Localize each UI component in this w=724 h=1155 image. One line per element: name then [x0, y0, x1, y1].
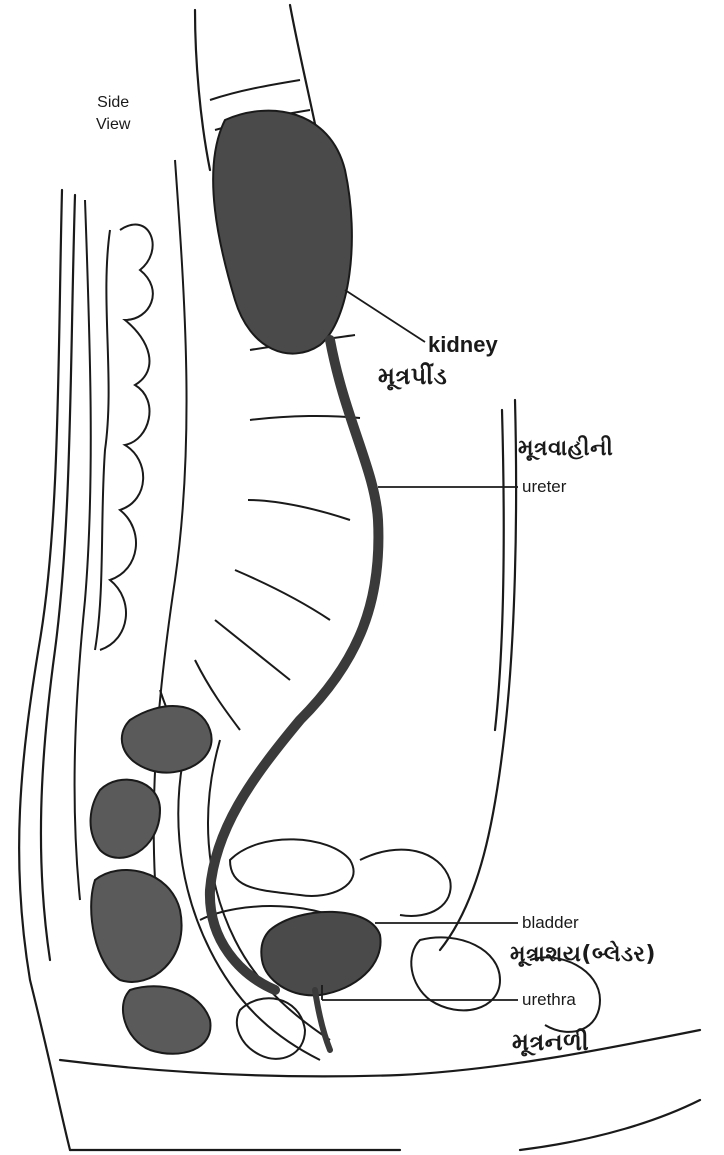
kidney-leader	[345, 290, 425, 342]
bladder-label-en: bladder	[522, 913, 579, 933]
side-view-title: Side View	[96, 92, 130, 136]
kidney-label-gu: મૂત્રપીંડ	[378, 362, 447, 390]
title-line-1: Side	[96, 92, 130, 114]
urethra-label-gu: મૂત્રનળી	[512, 1028, 589, 1056]
kidney-label-en: kidney	[428, 332, 498, 358]
urethra-label-en: urethra	[522, 990, 576, 1010]
bladder	[261, 912, 380, 995]
bladder-label-gu: મૂત્રાશય(બ્લેડર)	[510, 942, 656, 967]
ureter	[210, 340, 379, 990]
ureter-label-gu: મૂત્રવાહીની	[518, 436, 613, 461]
ureter-label-en: ureter	[522, 477, 566, 497]
kidney	[213, 111, 352, 354]
title-line-2: View	[96, 114, 130, 136]
